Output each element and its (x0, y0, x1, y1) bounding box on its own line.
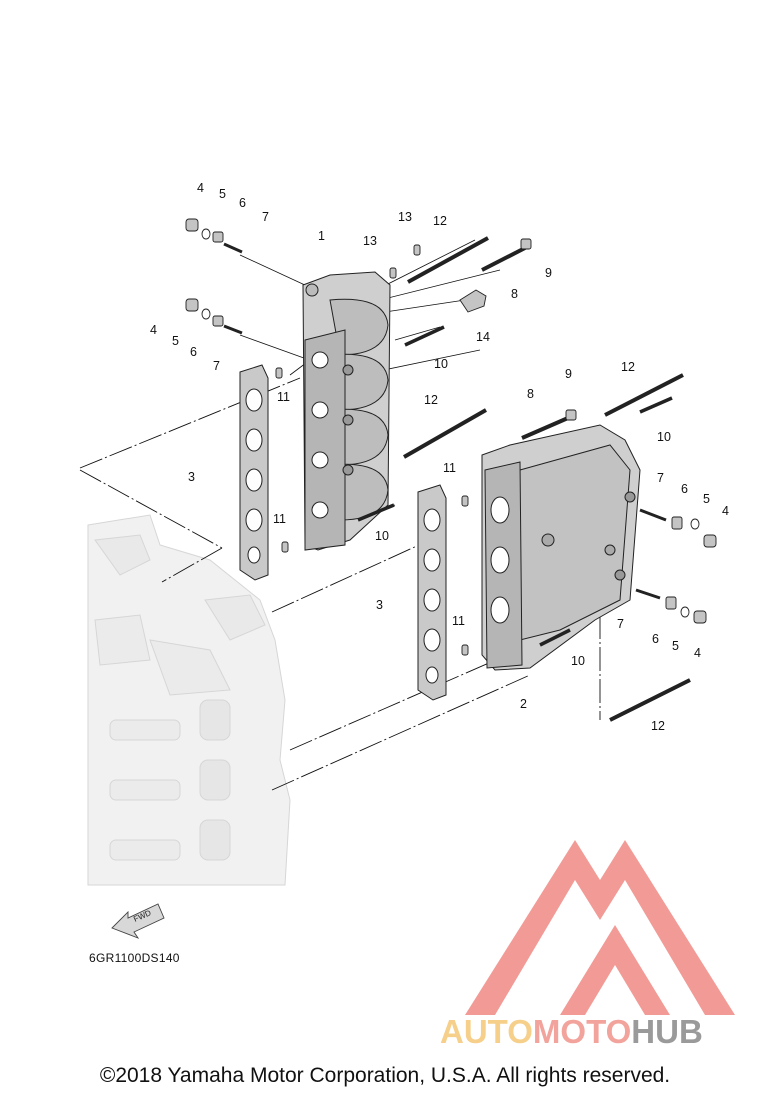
callout-4: 4 (150, 323, 157, 337)
callout-7: 7 (617, 617, 624, 631)
callout-1: 1 (318, 229, 325, 243)
gasket-part-3-left (239, 364, 269, 581)
callout-7: 7 (657, 471, 664, 485)
callout-3: 3 (376, 598, 383, 612)
callout-10: 10 (657, 430, 671, 444)
callout-4: 4 (722, 504, 729, 518)
callout-6: 6 (190, 345, 197, 359)
callout-8: 8 (511, 287, 518, 301)
callout-5: 5 (672, 639, 679, 653)
callout-7: 7 (213, 359, 220, 373)
brand-moto: MOTO (532, 1013, 632, 1050)
fwd-arrow: FWD (111, 903, 165, 939)
callout-4: 4 (197, 181, 204, 195)
callout-13: 13 (398, 210, 412, 224)
callout-8: 8 (527, 387, 534, 401)
callout-3: 3 (188, 470, 195, 484)
hardware-parts (185, 218, 717, 722)
callout-14: 14 (476, 330, 490, 344)
watermark-brand: AUTOMOTOHUB (440, 1013, 770, 1055)
brand-auto: AUTO (440, 1013, 533, 1050)
callout-7: 7 (262, 210, 269, 224)
manifold-part-1 (302, 271, 391, 551)
callout-13: 13 (363, 234, 377, 248)
callout-labels: 1 2 3 3 4 4 4 4 5 5 5 5 6 6 6 6 7 7 7 7 … (150, 181, 729, 733)
callout-6: 6 (239, 196, 246, 210)
callout-12: 12 (433, 214, 447, 228)
callout-10: 10 (571, 654, 585, 668)
callout-5: 5 (703, 492, 710, 506)
callout-10: 10 (375, 529, 389, 543)
callout-2: 2 (520, 697, 527, 711)
engine-block-illustration (87, 514, 291, 886)
callout-5: 5 (219, 187, 226, 201)
manifold-part-2 (481, 424, 641, 671)
callout-5: 5 (172, 334, 179, 348)
callout-12: 12 (621, 360, 635, 374)
callout-9: 9 (565, 367, 572, 381)
callout-10: 10 (434, 357, 448, 371)
callout-12: 12 (651, 719, 665, 733)
callout-12: 12 (424, 393, 438, 407)
callout-4: 4 (694, 646, 701, 660)
diagram-code: 6GR1100DS140 (89, 951, 180, 965)
callout-11: 11 (277, 390, 290, 404)
callout-6: 6 (681, 482, 688, 496)
gasket-part-3-right (417, 484, 447, 701)
callout-11: 11 (452, 614, 465, 628)
callout-6: 6 (652, 632, 659, 646)
callout-11: 11 (273, 512, 286, 526)
callout-11: 11 (443, 461, 456, 475)
callout-9: 9 (545, 266, 552, 280)
brand-hub: HUB (631, 1013, 703, 1050)
copyright-notice: ©2018 Yamaha Motor Corporation, U.S.A. A… (99, 1064, 671, 1087)
watermark-logo-icon (465, 840, 735, 1015)
